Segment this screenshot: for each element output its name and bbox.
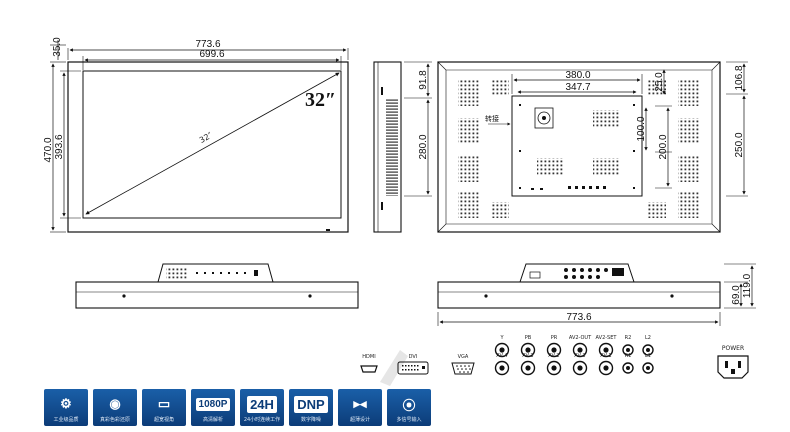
right-106-label: 106.8 — [734, 65, 745, 90]
rca-label: AV2-OUT — [569, 335, 592, 341]
diagonal-small-label: 32″ — [198, 131, 214, 145]
feature-badge: ◉ 真彩色彩还原 — [93, 389, 137, 426]
vga-port-icon — [451, 362, 475, 375]
badge-caption: 24小时连续工作 — [243, 417, 281, 423]
power-socket-icon — [717, 355, 749, 379]
rca-label: AV-3 — [574, 353, 585, 359]
rca-jack-icon — [546, 342, 562, 358]
rca-jack-icon — [642, 344, 654, 356]
side-depth-label: 280.0 — [418, 134, 429, 159]
badge-caption: 工业级品质 — [53, 417, 79, 423]
mount-inner-label: 347.7 — [565, 82, 590, 93]
front-bezel — [67, 61, 349, 233]
rca-jack-icon — [622, 362, 634, 374]
side-view — [373, 61, 432, 233]
rca-jack-icon — [572, 360, 588, 376]
back-vents — [458, 80, 700, 218]
rca-label: L2 — [645, 335, 651, 341]
screen-width-label: 699.6 — [199, 49, 224, 60]
rca-label: PB — [525, 335, 532, 341]
viewing-angle-icon: ▭ — [157, 396, 171, 411]
bezel-top-label: 35.0 — [52, 37, 63, 57]
badge-caption: 超薄设计 — [349, 417, 370, 423]
rca-label: L1 — [645, 353, 651, 359]
rca-label: AV-4 — [496, 353, 507, 359]
rca-label: AV-2 — [548, 353, 559, 359]
badge-caption: 高清解析 — [202, 417, 223, 423]
rca-jack-icon — [622, 344, 634, 356]
overall-height-label: 470.0 — [43, 137, 54, 162]
badge-caption: 多信号输入 — [396, 417, 422, 423]
overall-width-label: 773.6 — [195, 39, 220, 50]
rca-label: R2 — [625, 335, 632, 341]
rca-label: R1 — [625, 353, 632, 359]
right-250-label: 250.0 — [734, 132, 745, 157]
rca-jack-icon — [642, 362, 654, 374]
slim-design-icon: ▸◂ — [353, 396, 367, 411]
feature-badge: ⚙ 工业级品质 — [44, 389, 88, 426]
feature-badge: ▸◂ 超薄设计 — [338, 389, 382, 426]
bottom-height-69-label: 69.0 — [731, 285, 742, 305]
hdmi-port-icon — [360, 365, 378, 373]
bottom-height-119-label: 119.0 — [742, 273, 753, 298]
adapter-label: 转接 — [485, 114, 499, 123]
mount-outer-label: 380.0 — [565, 70, 590, 81]
diagonal-line — [85, 72, 340, 215]
vesa-mount-plate — [511, 95, 643, 197]
rca-jack-icon — [598, 360, 614, 376]
rca-label: AV2-SET — [596, 335, 618, 341]
badge-caption: 超宽视角 — [153, 417, 174, 423]
color-wheel-icon: ◉ — [109, 396, 121, 411]
rca-jack-icon — [572, 342, 588, 358]
feature-badge: DNP 数字降噪 — [289, 389, 333, 426]
back-outline — [437, 61, 721, 233]
bottom-view-back — [437, 263, 756, 326]
rca-jack-icon — [494, 360, 510, 376]
dnp-icon: DNP — [289, 394, 333, 414]
feature-badge: ⦿ 多信号输入 — [387, 389, 431, 426]
rca-jack-icon — [546, 360, 562, 376]
dvi-port-icon — [397, 361, 429, 375]
side-vent — [386, 98, 398, 196]
rca-jack-icon — [520, 342, 536, 358]
multi-signal-icon: ⦿ — [402, 397, 416, 413]
back-view — [437, 61, 748, 233]
vga-label: VGA — [458, 354, 469, 360]
rca-jack-icon — [494, 342, 510, 358]
rca-jack-icon — [598, 342, 614, 358]
industrial-quality-icon: ⚙ — [60, 396, 72, 411]
bottom-view-front — [75, 263, 359, 309]
badge-caption: 真彩色彩还原 — [99, 417, 130, 423]
vesa-100-label: 100.0 — [636, 116, 647, 141]
feature-badge: 1080P 高清解析 — [191, 389, 235, 426]
front-view — [50, 40, 349, 233]
screen-height-label: 393.6 — [54, 134, 65, 159]
power-label: POWER — [722, 345, 744, 352]
dvi-label: DVI — [409, 354, 418, 360]
power-led — [326, 229, 330, 231]
hdmi-label: HDMI — [362, 354, 375, 360]
bottom-width-label: 773.6 — [566, 312, 591, 323]
rca-jack-icon — [520, 360, 536, 376]
side-outline — [373, 61, 402, 233]
back-fan — [534, 107, 554, 129]
diagonal-size-label: 32″ — [305, 89, 336, 111]
resolution-1080p-icon: 1080P — [191, 394, 235, 414]
feature-badge: 24H 24小时连续工作 — [240, 389, 284, 426]
connector-panel: HDMI DVI VGA Y PB PR AV2-OUT AV2-SET R2 L2AV-4… — [360, 335, 749, 386]
feature-badges: ⚙ 工业级品质 ◉ 真彩色彩还原 ▭ 超宽视角 1080P 高清解析 24H 24小时连续工作 DN… — [44, 389, 431, 426]
rca-label: AV-1 — [600, 353, 611, 359]
side-top-offset-label: 91.8 — [418, 70, 429, 90]
rca-label: Y — [499, 335, 504, 341]
rca-label: PR — [551, 335, 558, 341]
rca-label: AV-3 — [522, 353, 533, 359]
front-screen — [82, 70, 342, 219]
vesa-200-label: 200.0 — [658, 134, 669, 159]
badge-caption: 数字降噪 — [300, 417, 321, 423]
feature-badge: ▭ 超宽视角 — [142, 389, 186, 426]
top-25-label: 25.0 — [654, 72, 665, 92]
24h-operation-icon: 24H — [240, 394, 284, 414]
